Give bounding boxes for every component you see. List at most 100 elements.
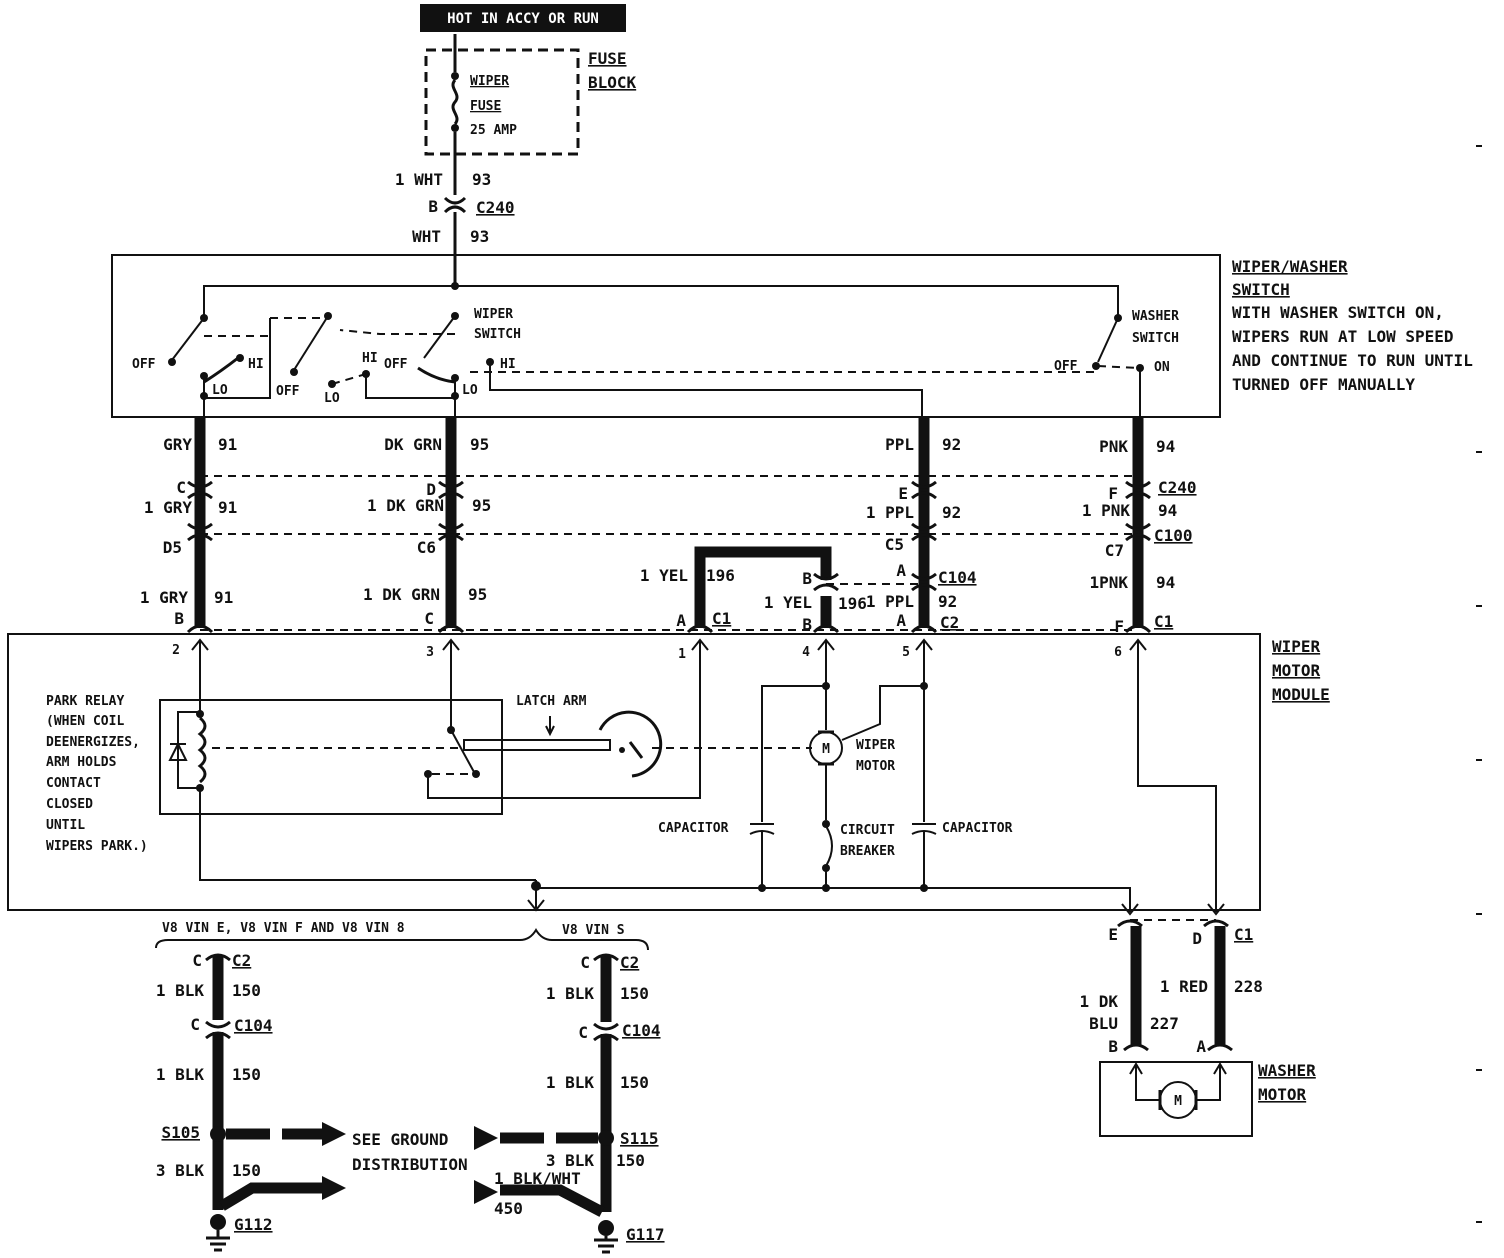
park-relay-2: (WHEN COIL [46, 714, 124, 729]
feed-circuit-2: 93 [470, 227, 489, 246]
col3-wire-a: PPL [885, 435, 914, 454]
feed-wire-2: WHT [412, 227, 441, 246]
col4-pin-mod: F [1114, 617, 1124, 636]
loop-circ-a: 196 [706, 566, 735, 585]
terminal-5: 5 [902, 645, 910, 660]
wiper-off-label: OFF [384, 357, 408, 372]
col3-circ-c: 92 [938, 592, 957, 611]
left2-hi-label: HI [362, 351, 378, 366]
circuit-breaker-1: CIRCUIT [840, 823, 895, 838]
switch-title-2: SWITCH [1232, 280, 1290, 299]
col1-pin-mod: B [174, 609, 184, 628]
washer-circ-right: 228 [1234, 977, 1263, 996]
park-relay-6: CLOSED [46, 797, 93, 812]
gl-see-1: SEE GROUND [352, 1130, 448, 1149]
gl-circ-1: 150 [232, 981, 261, 1000]
col3-pin-c240: E [898, 484, 908, 503]
capacitor-right: CAPACITOR [942, 821, 1013, 836]
relay-coil [197, 716, 207, 784]
washer-title-1: WASHER [1258, 1061, 1316, 1080]
feed-pin: B [428, 197, 438, 216]
feed-connector: C240 [476, 198, 515, 217]
col4-wire-a: PNK [1099, 437, 1128, 456]
switch-note-4: TURNED OFF MANUALLY [1232, 375, 1415, 394]
fuse-block-title-2: BLOCK [588, 73, 637, 92]
gl-connector-c2: C2 [232, 951, 251, 970]
circuit-breaker-2: BREAKER [840, 844, 895, 859]
washer-circ-left: 227 [1150, 1014, 1179, 1033]
col2-wire-a: DK GRN [384, 435, 442, 454]
col1-wire-b: 1 GRY [144, 498, 193, 517]
loop-wire-a: 1 YEL [640, 566, 688, 585]
gr-circ-4: 450 [494, 1199, 523, 1218]
park-relay-box [159, 699, 503, 815]
gl-splice: S105 [161, 1123, 200, 1142]
loop-connector-a: C1 [712, 609, 731, 628]
loop-circ-b: 196 [838, 594, 867, 613]
col1-wire-c: 1 GRY [140, 588, 189, 607]
fuse-name-2: FUSE [470, 99, 501, 114]
c240-feed-connector [443, 196, 467, 214]
circuit-breaker [825, 825, 833, 867]
gr-circ-2: 150 [620, 1073, 649, 1092]
col4-circ-c: 94 [1156, 573, 1175, 592]
gr-wire-3: 3 BLK [546, 1151, 595, 1170]
gr-pin-c104: C [578, 1023, 588, 1042]
washer-motor-letter: M [1174, 1094, 1182, 1109]
gr-wire-2: 1 BLK [546, 1073, 595, 1092]
left2-off-label: OFF [276, 384, 300, 399]
col2-circ-a: 95 [470, 435, 489, 454]
col3-circ-a: 92 [942, 435, 961, 454]
loop-pin-a: A [676, 611, 686, 630]
fuse-name-1: WIPER [470, 74, 509, 89]
gr-splice: S115 [620, 1129, 659, 1148]
park-relay-7: UNTIL [46, 818, 85, 833]
washer-off-label: OFF [1054, 359, 1078, 374]
col2-pin-mod: C [424, 609, 434, 628]
col1-circ-b: 91 [218, 498, 237, 517]
module-title-1: WIPER [1272, 637, 1321, 656]
gr-circ-3: 150 [616, 1151, 645, 1170]
power-label: HOT IN ACCY OR RUN [447, 11, 599, 27]
gl-pin-c2: C [192, 951, 202, 970]
terminal-3: 3 [426, 645, 434, 660]
washer-wire-right: 1 RED [1160, 977, 1208, 996]
fuse-block-outline [424, 48, 580, 156]
col4-connector-mod: C1 [1154, 612, 1173, 631]
wiper-hi-label: HI [500, 357, 516, 372]
left-off-label: OFF [132, 357, 156, 372]
washer-motor-box [1099, 1061, 1253, 1137]
gl-pin-c104: C [190, 1015, 200, 1034]
col3-pin-c104: A [896, 561, 906, 580]
col2-circ-c: 95 [468, 585, 487, 604]
fuse-block-title-1: FUSE [588, 49, 627, 68]
motor-letter: M [822, 742, 830, 757]
feed-wire-1: 1 WHT [395, 170, 443, 189]
loop-pin-b: B [802, 569, 812, 588]
cam-wheel [598, 710, 663, 778]
col3-wire-c: 1 PPL [866, 592, 914, 611]
gl-wire-3: 3 BLK [156, 1161, 205, 1180]
col3-pin-c100: C5 [885, 535, 904, 554]
left-lo-label: LO [212, 383, 228, 398]
left-hi-label: HI [248, 357, 264, 372]
gl-circ-3: 150 [232, 1161, 261, 1180]
col1-circ-c: 91 [214, 588, 233, 607]
park-relay-1: PARK RELAY [46, 694, 124, 709]
col4-connector-c100: C100 [1154, 526, 1193, 545]
gl-wire-1: 1 BLK [156, 981, 205, 1000]
col3-connector-mod: C2 [940, 613, 959, 632]
col3-circ-b: 92 [942, 503, 961, 522]
col4-pin-c240: F [1108, 484, 1118, 503]
terminal-2: 2 [172, 643, 180, 658]
gr-wire-4: 1 BLK/WHT [494, 1169, 581, 1188]
col2-circ-b: 95 [472, 496, 491, 515]
module-box-outline [7, 633, 1261, 911]
margin-ticks [1476, 145, 1482, 1223]
col3-wire-b: 1 PPL [866, 503, 914, 522]
terminal-1: 1 [678, 647, 686, 662]
ground-left-header: V8 VIN E, V8 VIN F AND V8 VIN 8 [162, 921, 405, 936]
gl-wire-2: 1 BLK [156, 1065, 205, 1084]
col1-pin-c100: D5 [163, 538, 182, 557]
